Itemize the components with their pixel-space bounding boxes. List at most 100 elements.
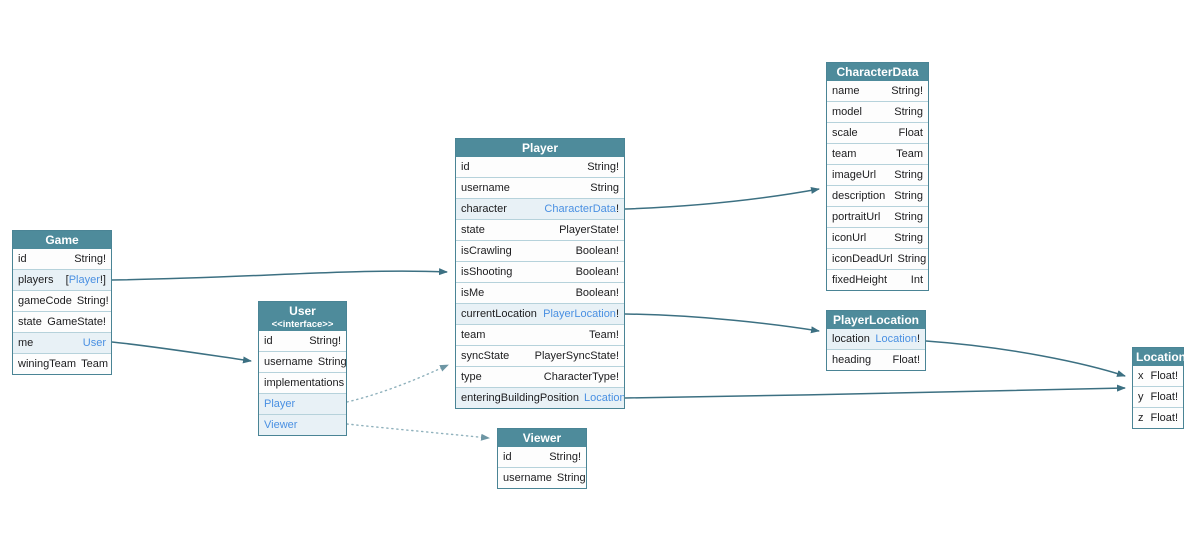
field-name: location: [832, 333, 870, 345]
field-name: id: [461, 161, 470, 173]
field-name: x: [1138, 370, 1144, 382]
node-header-playerlocation[interactable]: PlayerLocation: [827, 311, 925, 329]
node-title: Viewer: [522, 431, 562, 445]
type-text: Boolean!: [575, 287, 619, 299]
type-text: String: [894, 232, 923, 244]
type-text: String!: [76, 295, 109, 307]
field-name: isMe: [461, 287, 485, 299]
field-name: state: [18, 316, 42, 328]
node-header-viewer[interactable]: Viewer: [498, 429, 586, 447]
field-name: username: [264, 356, 313, 368]
type-text: String: [556, 472, 586, 484]
implementation-link-player[interactable]: Player: [264, 398, 296, 410]
edge-player-enteringbuildingposition-location: [624, 384, 1126, 399]
field-name: id: [503, 451, 512, 463]
field-row-syncstate: syncState PlayerSyncState!: [456, 345, 624, 366]
field-type: Float!: [1150, 370, 1178, 382]
field-type: String!: [74, 253, 106, 265]
field-name: syncState: [461, 350, 510, 362]
field-type: Team: [81, 358, 108, 370]
field-row-heading: heading Float!: [827, 349, 925, 370]
type-text: !: [615, 203, 619, 215]
field-name: imageUrl: [832, 169, 877, 181]
implementations-label: implementations: [264, 377, 345, 389]
node-header-characterdata[interactable]: CharacterData: [827, 63, 928, 81]
field-name: players: [18, 274, 54, 286]
type-text: CharacterType!: [543, 371, 619, 383]
field-row-location: location Location!: [827, 329, 925, 349]
field-name: isShooting: [461, 266, 513, 278]
type-link-player[interactable]: Player: [68, 274, 100, 286]
field-type: Location!: [875, 333, 920, 345]
field-name: enteringBuildingPosition: [461, 392, 580, 404]
field-row-id: id String!: [456, 157, 624, 177]
node-title: Player: [521, 141, 559, 155]
node-header-user[interactable]: User<<interface>>: [259, 302, 346, 331]
implementation-link-viewer[interactable]: Viewer: [264, 419, 298, 431]
node-title: CharacterData: [836, 65, 919, 79]
field-type: Boolean!: [576, 245, 619, 257]
field-row-iscrawling: isCrawling Boolean!: [456, 240, 624, 261]
field-name: fixedHeight: [832, 274, 888, 286]
type-link-location[interactable]: Location: [875, 333, 917, 345]
type-text: Float!: [1150, 412, 1178, 424]
field-type: Float!: [892, 354, 920, 366]
field-type: String!: [587, 161, 619, 173]
field-type: Team: [896, 148, 923, 160]
node-header-location[interactable]: Location: [1133, 348, 1186, 366]
type-text: String: [897, 253, 927, 265]
field-type: Boolean!: [576, 266, 619, 278]
field-name: currentLocation: [461, 308, 537, 320]
type-text: PlayerState!: [559, 224, 619, 236]
field-name: username: [503, 472, 552, 484]
type-link-user[interactable]: User: [82, 337, 106, 349]
field-type: Team!: [589, 329, 619, 341]
field-name: me: [18, 337, 34, 349]
type-link-playerlocation[interactable]: PlayerLocation: [543, 308, 616, 320]
field-row-username: username String: [498, 467, 586, 488]
node-viewer: Viewer id String! username String: [497, 428, 587, 489]
field-type: String: [557, 472, 586, 484]
field-type: PlayerLocation!: [543, 308, 619, 320]
field-name: iconDeadUrl: [832, 253, 893, 265]
type-text: String!: [549, 451, 581, 463]
field-type: String!: [891, 85, 923, 97]
type-link-characterdata[interactable]: CharacterData: [544, 203, 616, 215]
type-text: Team: [81, 358, 108, 370]
field-name: team: [832, 148, 857, 160]
node-header-player[interactable]: Player: [456, 139, 624, 157]
field-row-players: players[Player!]: [13, 269, 111, 290]
type-text: String: [894, 169, 923, 181]
type-text: String!: [74, 253, 106, 265]
field-type: GameState!: [47, 316, 106, 328]
field-type: PlayerSyncState!: [535, 350, 619, 362]
field-name: character: [461, 203, 507, 215]
field-name: description: [832, 190, 886, 202]
node-subtitle: <<interface>>: [271, 319, 334, 330]
field-name: isCrawling: [461, 245, 512, 257]
type-text: Team: [896, 148, 923, 160]
type-link-location[interactable]: Location: [584, 392, 624, 404]
field-type: String: [590, 182, 619, 194]
edge-player-character-characterdata: [624, 186, 820, 210]
type-text: PlayerSyncState!: [534, 350, 619, 362]
type-text: Team!: [589, 329, 619, 341]
field-type: String: [894, 211, 923, 223]
field-row-state: state GameState!: [13, 311, 111, 332]
field-row-viewer: Viewer: [259, 414, 346, 435]
field-name: heading: [832, 354, 872, 366]
field-row-team: team Team: [827, 143, 928, 164]
node-header-game[interactable]: Game: [13, 231, 111, 249]
type-text: !: [916, 333, 920, 345]
